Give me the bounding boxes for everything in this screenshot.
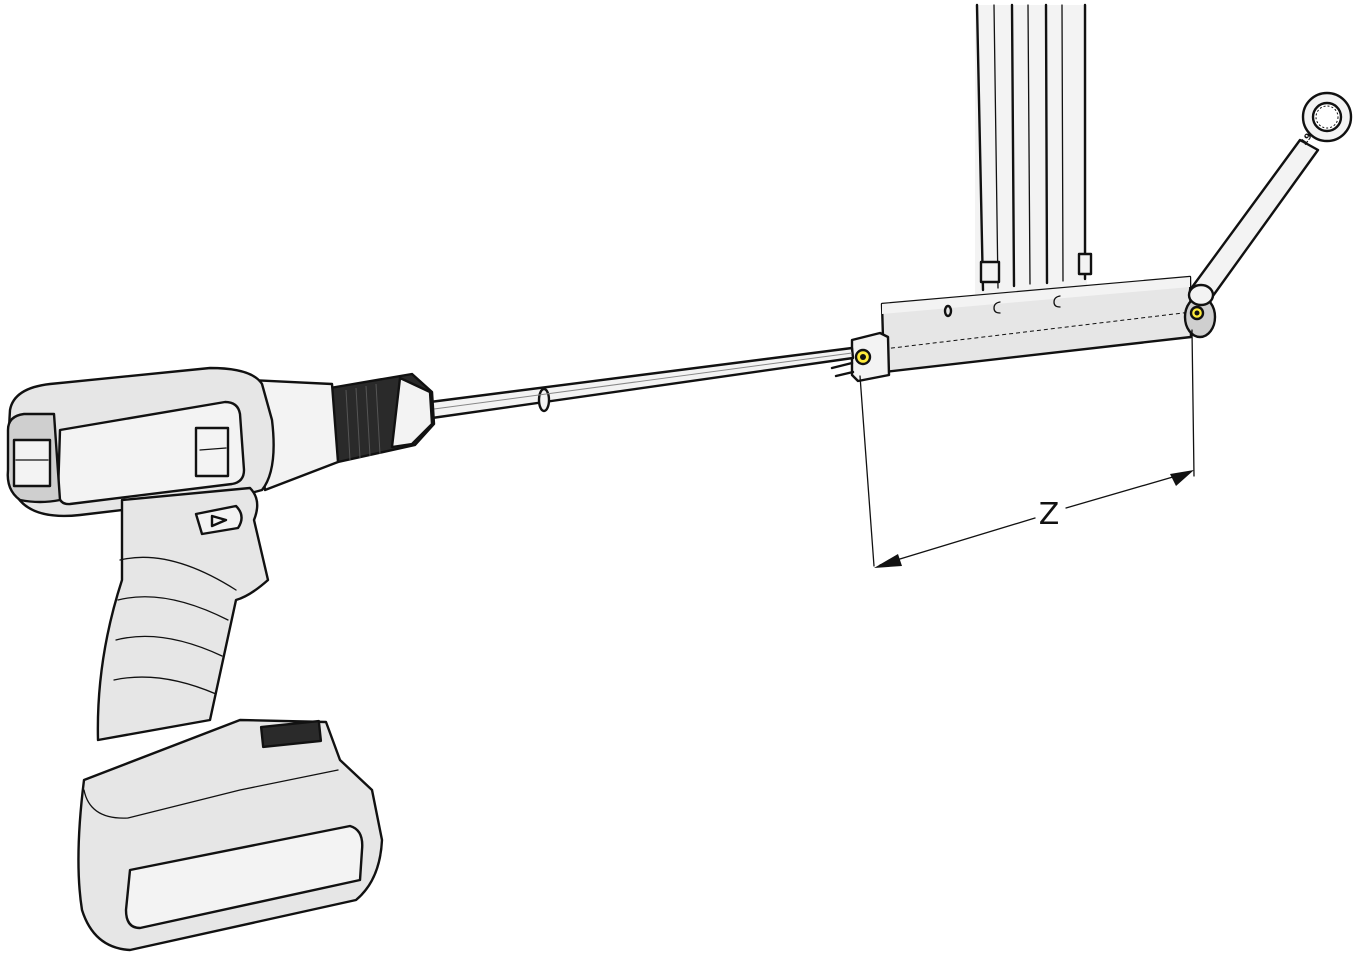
dimension-arrow-left <box>874 554 902 568</box>
dimension-label: Z <box>1039 497 1060 532</box>
mounting-rail <box>830 275 1217 383</box>
dimension-z: Z <box>859 329 1195 568</box>
cordless-drill-icon <box>6 366 436 952</box>
ring-spanner-icon: 19 <box>1187 91 1353 307</box>
vertical-profile <box>975 3 1093 295</box>
extension-shaft <box>428 346 855 420</box>
dimension-arrow-right <box>1170 470 1194 486</box>
